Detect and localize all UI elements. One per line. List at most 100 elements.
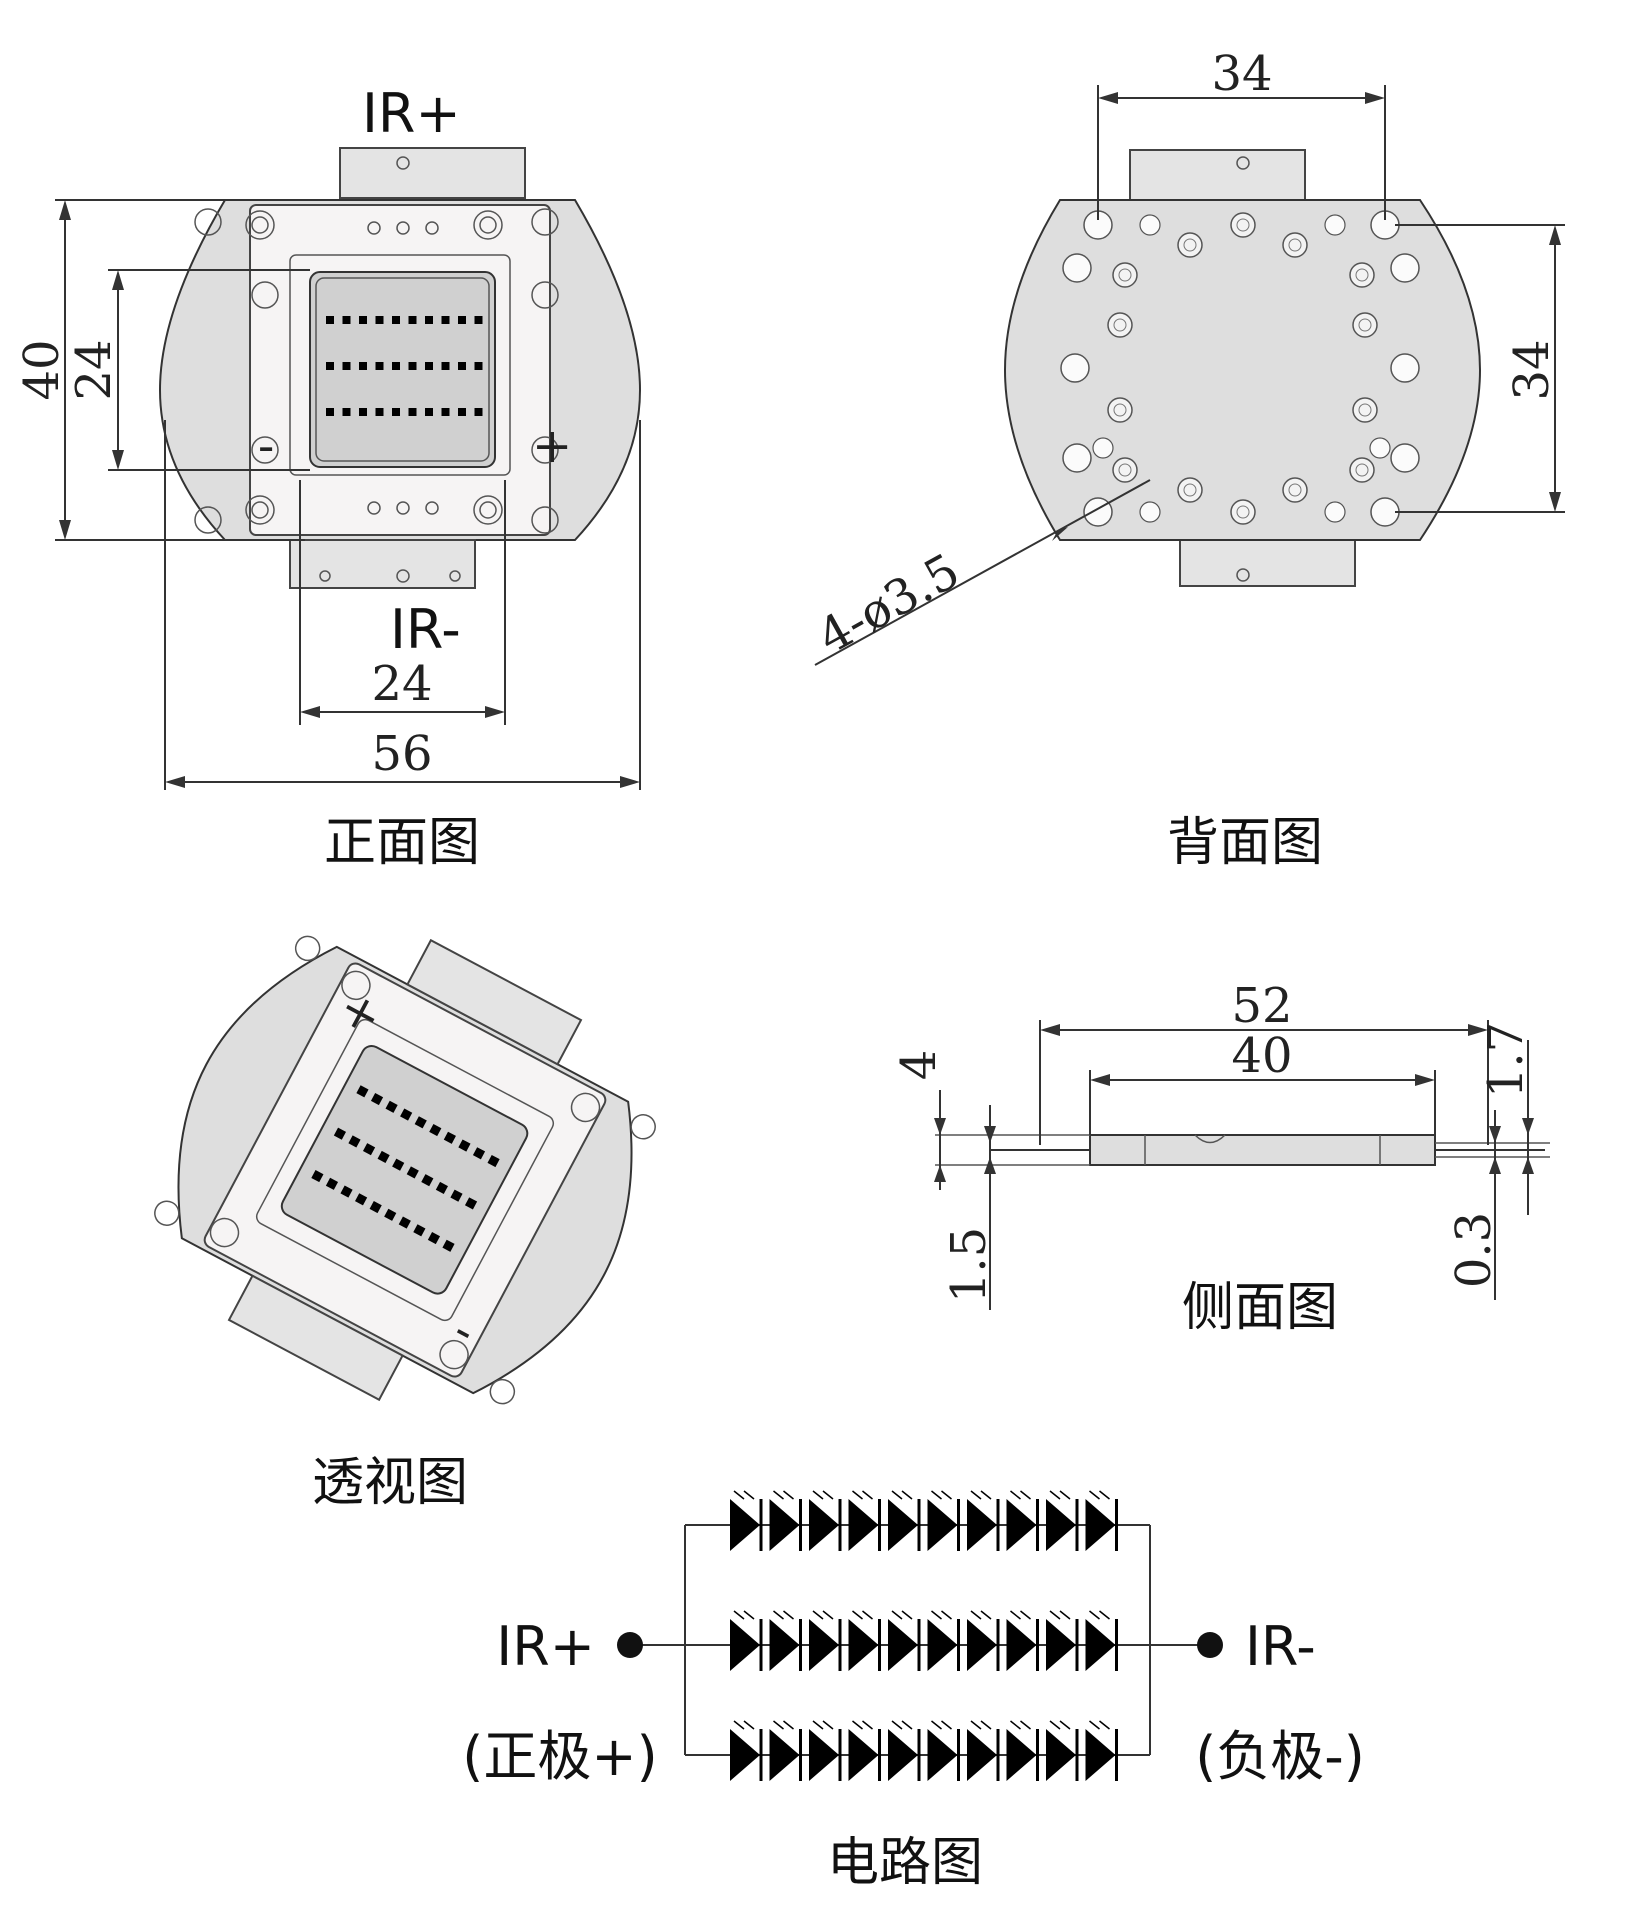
led-emit-arrow <box>1020 1490 1031 1500</box>
circuit-pos-label: IR+ <box>496 1615 595 1678</box>
front-dim-height-outer: 40 <box>14 339 70 400</box>
led-chip <box>355 1193 368 1206</box>
led-chip <box>348 1135 361 1148</box>
led-diode-symbol <box>809 1619 839 1671</box>
perspective-view-title: 透视图 <box>312 1453 468 1513</box>
led-emit-arrow <box>773 1610 784 1620</box>
small-hole <box>425 221 439 235</box>
led-chip <box>326 362 334 370</box>
led-emit-arrow <box>862 1490 873 1500</box>
led-chip <box>311 1169 324 1183</box>
led-emit-arrow <box>1010 1490 1021 1500</box>
led-diode-symbol <box>1006 1499 1037 1551</box>
led-emit-arrow <box>783 1720 794 1730</box>
led-emit-arrow <box>931 1490 942 1500</box>
pcb-hole <box>630 1114 656 1140</box>
side-dim-1-7: 1.7 <box>1478 1022 1534 1098</box>
led-emit-arrow <box>773 1490 784 1500</box>
led-emit-arrow <box>931 1610 942 1620</box>
led-emit-arrow <box>901 1490 913 1500</box>
mount-hole-inner <box>479 501 497 519</box>
led-emit-arrow <box>1059 1610 1071 1620</box>
small-hole <box>396 221 410 235</box>
back-via-inner <box>1355 463 1369 477</box>
arrow <box>300 706 320 718</box>
led-emit-arrow <box>980 1720 992 1730</box>
led-diode-symbol <box>848 1729 879 1781</box>
led-chip <box>421 1174 434 1187</box>
circuit-pos-note: (正极+) <box>462 1725 657 1788</box>
led-chip <box>458 362 466 370</box>
back-via <box>1349 262 1375 288</box>
back-via-inner <box>1118 268 1132 282</box>
led-diode-symbol <box>1006 1729 1037 1781</box>
led-emit-arrow <box>812 1720 824 1730</box>
led-chip <box>464 1197 478 1210</box>
led-emit-arrow <box>733 1490 745 1500</box>
front-dim-width-outer: 56 <box>371 726 432 782</box>
led-chip <box>441 408 450 416</box>
pcb-hole <box>194 506 222 534</box>
led-emit-arrow <box>743 1720 755 1730</box>
back-hole <box>1062 443 1092 473</box>
front-minus-mark: - <box>258 418 274 474</box>
led-chip <box>413 1224 426 1237</box>
back-top-tab <box>1129 149 1306 201</box>
back-via <box>1107 312 1133 338</box>
led-chip <box>392 1158 405 1171</box>
led-chip <box>333 1127 347 1140</box>
circuit-title: 电路图 <box>827 1833 983 1893</box>
mount-hole <box>341 970 371 1001</box>
back-via-inner <box>1288 238 1302 252</box>
led-emit-arrow <box>733 1610 745 1620</box>
led-chip <box>326 316 334 324</box>
led-chip <box>487 1154 500 1168</box>
led-emit-arrow <box>812 1490 824 1500</box>
tab-hole <box>319 570 331 582</box>
small-hole <box>367 501 381 515</box>
back-via <box>1230 499 1256 525</box>
led-chip <box>392 408 400 416</box>
led-chip <box>362 1143 376 1156</box>
led-emit-arrow <box>970 1490 982 1500</box>
led-emit-arrow <box>941 1490 952 1500</box>
front-top-tab <box>339 147 526 199</box>
led-emit-arrow <box>1010 1610 1021 1620</box>
led-emit-arrow <box>773 1720 784 1730</box>
pcb-hole <box>531 506 559 534</box>
back-dim-top: 34 <box>1211 46 1272 102</box>
back-via <box>1282 232 1308 258</box>
pcb-hole <box>251 281 279 309</box>
led-emit-arrow <box>980 1490 992 1500</box>
back-via-inner <box>1355 268 1369 282</box>
back-via-inner <box>1118 463 1132 477</box>
arrow <box>1090 1074 1110 1086</box>
back-via <box>1282 477 1308 503</box>
led-chip <box>474 408 483 416</box>
led-chip <box>384 1208 397 1221</box>
led-chip <box>375 316 384 324</box>
led-emit-arrow <box>852 1490 863 1500</box>
arrow <box>485 706 505 718</box>
led-chip <box>408 408 417 416</box>
led-emit-arrow <box>743 1490 755 1500</box>
led-chip <box>450 1189 463 1202</box>
led-chip <box>340 1185 353 1198</box>
back-via-inner <box>1236 218 1250 232</box>
tab-hole <box>396 156 410 170</box>
led-chip <box>326 408 334 416</box>
front-dim-width-inner: 24 <box>371 656 432 712</box>
led-chip <box>408 362 417 370</box>
led-diode-symbol <box>888 1499 918 1551</box>
arrow <box>1365 92 1385 104</box>
led-chip <box>427 1231 441 1245</box>
pcb-hole <box>154 1200 180 1226</box>
mount-hole-inner <box>479 216 497 234</box>
led-emit-arrow <box>1089 1490 1100 1500</box>
back-via <box>1349 457 1375 483</box>
back-via-inner <box>1288 483 1302 497</box>
led-emit-arrow <box>1020 1610 1031 1620</box>
arrow <box>1549 225 1561 245</box>
back-via <box>1230 212 1256 238</box>
led-chip <box>359 362 367 370</box>
